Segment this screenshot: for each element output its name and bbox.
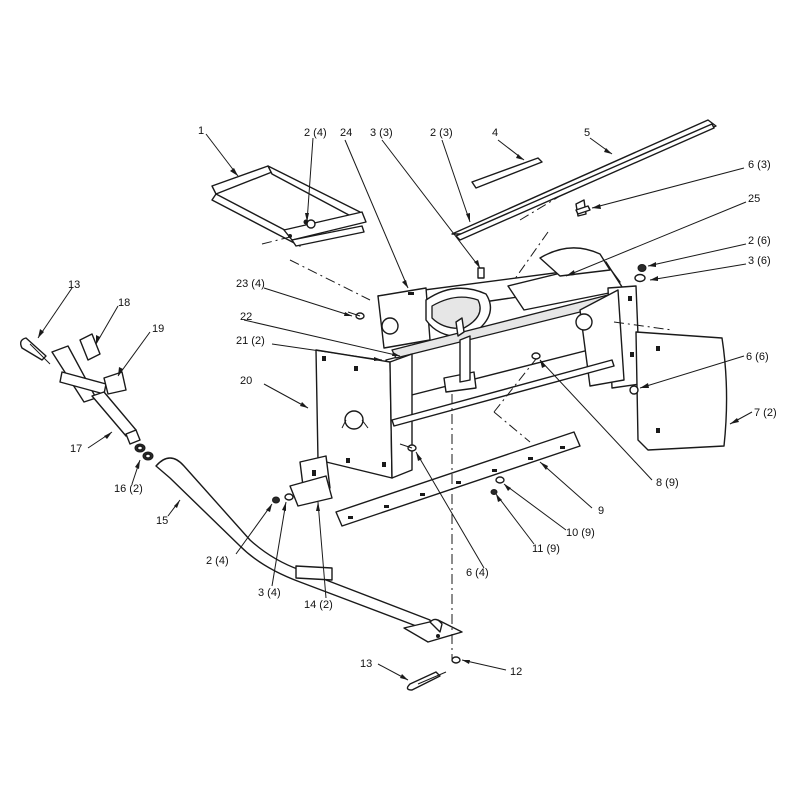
- leader-lines: [37, 133, 753, 681]
- callout-24: 24: [340, 127, 352, 139]
- callout-23-4: 23 (4): [236, 278, 265, 290]
- lift-link-assembly: [211, 165, 371, 301]
- callout-17: 17: [70, 443, 82, 455]
- callout-10-9: 10 (9): [566, 527, 595, 539]
- callout-8-9: 8 (9): [656, 477, 679, 489]
- callout-2-3: 2 (3): [430, 127, 453, 139]
- main-housing: [315, 247, 641, 479]
- callout-2-4-bottom: 2 (4): [206, 555, 229, 567]
- callout-1: 1: [198, 125, 204, 137]
- callout-11-9: 11 (9): [532, 543, 560, 555]
- end-shield: [613, 321, 728, 451]
- callout-13-bottom: 13: [360, 658, 372, 670]
- callout-3-6: 3 (6): [748, 255, 771, 267]
- callout-19: 19: [152, 323, 164, 335]
- callout-4: 4: [492, 127, 498, 139]
- arrowheads: [38, 148, 739, 680]
- skid-shoe: [289, 455, 333, 507]
- callout-6-3: 6 (3): [748, 159, 771, 171]
- callout-22: 22: [240, 311, 252, 323]
- callout-21-2: 21 (2): [236, 335, 265, 347]
- callout-16-2: 16 (2): [114, 483, 143, 495]
- callout-3-3: 3 (3): [370, 127, 393, 139]
- callout-labels: 1 2 (4) 24 3 (3) 2 (3) 4 5 6 (3) 25 2 (6…: [68, 125, 777, 678]
- callout-13-top: 13: [68, 279, 80, 291]
- callout-3-4: 3 (4): [258, 587, 281, 599]
- small-brackets: [79, 333, 127, 395]
- callout-7-2: 7 (2): [754, 407, 777, 419]
- callout-6-4: 6 (4): [466, 567, 489, 579]
- bushings: [134, 443, 154, 461]
- drawbar: [155, 457, 463, 643]
- scraper-blade: [335, 353, 581, 527]
- callout-20: 20: [240, 375, 252, 387]
- callout-9: 9: [598, 505, 604, 517]
- callout-12: 12: [510, 666, 522, 678]
- callout-18: 18: [118, 297, 130, 309]
- callout-15: 15: [156, 515, 168, 527]
- callout-5: 5: [584, 127, 590, 139]
- callout-6-6: 6 (6): [746, 351, 769, 363]
- hardware: [19, 205, 647, 691]
- lift-arm: [51, 345, 141, 445]
- callout-2-4-top: 2 (4): [304, 127, 327, 139]
- callout-25: 25: [748, 193, 760, 205]
- callout-2-6: 2 (6): [748, 235, 771, 247]
- callout-14-2: 14 (2): [304, 599, 333, 611]
